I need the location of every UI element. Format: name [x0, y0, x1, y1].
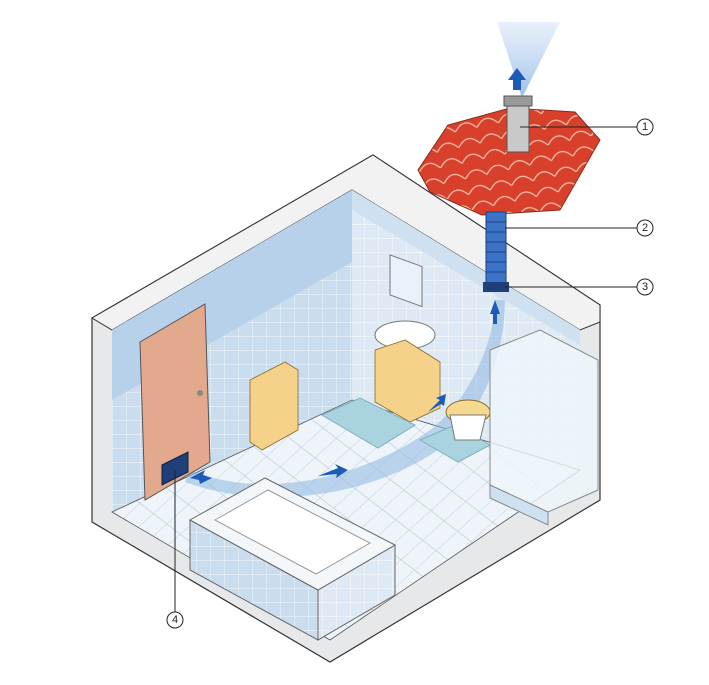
door-handle	[197, 390, 203, 396]
bath-mat	[320, 397, 417, 449]
callout-label: 2	[642, 222, 648, 234]
door	[139, 303, 211, 501]
callout-1: 1	[520, 118, 654, 136]
callout-2: 2	[505, 219, 654, 237]
callout-3: 3	[505, 278, 654, 296]
vanity-cabinet	[374, 339, 441, 423]
mirror	[389, 254, 423, 308]
shelf-unit	[249, 361, 299, 451]
airflow-path	[185, 300, 505, 498]
callout-label: 4	[172, 614, 178, 626]
fan-unit	[483, 282, 509, 292]
roof-outlet-cap	[503, 95, 533, 107]
arrow-up-fan	[490, 300, 500, 324]
shower-base	[489, 484, 549, 526]
arrow-inlet	[190, 470, 212, 484]
back-wall-upper	[352, 190, 580, 345]
air-inlet-grille	[161, 451, 189, 486]
shower-cabin	[489, 329, 599, 513]
arrow-exhaust	[508, 68, 526, 90]
arrow-floor	[318, 464, 348, 478]
callout-label: 3	[642, 281, 648, 293]
roof-tiles	[417, 107, 601, 216]
airflow-arrows	[190, 300, 500, 484]
bathtub-basin	[213, 489, 372, 575]
exhaust-plume	[497, 22, 560, 98]
toilet-bowl	[449, 414, 487, 441]
flexible-duct	[485, 211, 507, 285]
duct-ribs	[486, 221, 506, 273]
callout-label: 1	[642, 121, 648, 133]
callout-4: 4	[166, 470, 184, 629]
arrow-up-toilet	[428, 394, 446, 412]
